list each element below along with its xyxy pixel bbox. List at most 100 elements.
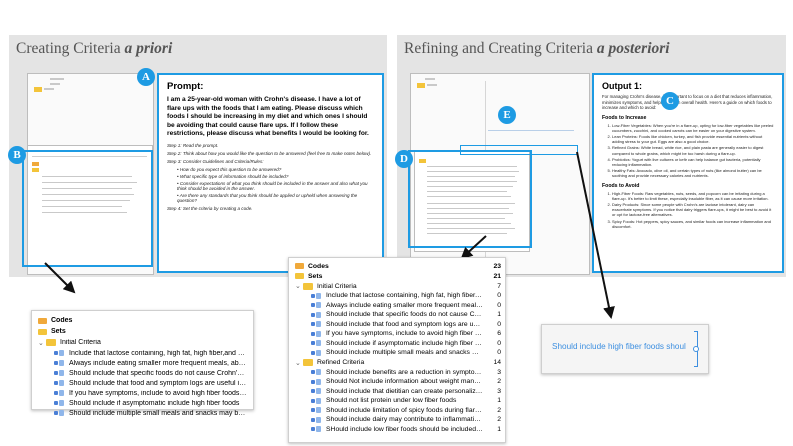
criteria-item[interactable]: Should include dairy may contribute to i… — [295, 415, 501, 425]
criteria-item-count: 0 — [497, 301, 501, 309]
criteria-item[interactable]: Always include eating smaller more frequ… — [38, 358, 247, 368]
initial-criteria-row[interactable]: ⌄ Initial Criteria — [38, 337, 247, 348]
criteria-item-count: 0 — [497, 349, 501, 357]
criteria-item-label: Should include that dietitian can create… — [326, 387, 483, 395]
set-item-icon — [54, 350, 64, 356]
criteria-item[interactable]: SHould include low fiber foods should be… — [295, 425, 501, 435]
mini-line — [425, 78, 435, 80]
refined-criteria-row[interactable]: ⌄ Refined Criteria 14 — [295, 358, 501, 368]
mini-separator — [32, 156, 147, 157]
criteria-item[interactable]: Should not list protein under low fiber … — [295, 396, 501, 406]
criteria-item[interactable]: Should include limitation of spicy foods… — [295, 406, 501, 416]
mini-line — [427, 208, 509, 209]
criteria-item[interactable]: Should include if asymptomatic include h… — [38, 398, 247, 408]
set-item-icon — [311, 416, 321, 423]
criteria-item[interactable]: Include that lactose containing, high fa… — [38, 348, 247, 358]
criteria-item[interactable]: Should include that food and symptom log… — [295, 320, 501, 330]
output-box: Output 1: For managing Crohn's disease, … — [592, 73, 784, 273]
criteria-item[interactable]: Should include that food and symptom log… — [38, 378, 247, 388]
criteria-item-label: Should include dairy may contribute to i… — [326, 416, 483, 424]
criteria-item[interactable]: Should include multiple small meals and … — [295, 348, 501, 358]
set-item-icon — [311, 340, 321, 347]
avoid-item: Dairy Products: Since some people with C… — [612, 202, 774, 218]
mini-folder-icon — [34, 87, 42, 92]
criteria-item-count: 1 — [497, 425, 501, 433]
set-item-icon — [311, 426, 321, 433]
zoom-left-tree: Codes Sets ⌄ Initial Criteria Include th… — [31, 310, 254, 417]
criteria-item-label: Should not list protein under low fiber … — [326, 397, 457, 405]
codes-row[interactable]: Codes — [38, 315, 247, 326]
sets-row[interactable]: Sets 21 — [295, 271, 501, 281]
codes-count: 23 — [493, 262, 501, 270]
increase-item: Lean Proteins: Foods like chicken, turke… — [612, 134, 774, 144]
left-panel-title: Creating Criteria a priori — [16, 40, 172, 58]
increase-list: Low-Fiber Vegetables: When you're in a f… — [602, 123, 774, 179]
mini-line — [427, 223, 511, 224]
initial-criteria-row[interactable]: ⌄ Initial Criteria 7 — [295, 281, 501, 291]
right-panel-title: Refining and Creating Criteria a posteri… — [404, 40, 670, 58]
mini-line — [44, 88, 54, 90]
selection-handle[interactable] — [693, 346, 699, 352]
group-label: Initial Criteria — [317, 282, 357, 290]
criteria-item[interactable]: Should include that specific foods do no… — [38, 368, 247, 378]
criteria-item-label: Should Not include information about wei… — [326, 378, 483, 386]
set-item-icon — [311, 349, 321, 356]
mini-line — [50, 78, 64, 80]
prompt-bullet: • How do you expect this question to be … — [177, 166, 282, 172]
group-label: Refined Criteria — [317, 359, 365, 366]
prompt-heading: Prompt: — [167, 81, 204, 92]
criteria-item[interactable]: If you have symptoms, include to avoid h… — [295, 329, 501, 339]
criteria-item[interactable]: Should include multiple small meals and … — [38, 408, 247, 418]
chevron-down-icon[interactable]: ⌄ — [38, 339, 44, 347]
mini-line — [427, 171, 519, 172]
folder-icon — [303, 282, 313, 290]
mini-line — [427, 186, 513, 187]
sets-icon — [38, 328, 47, 335]
criteria-item[interactable]: If you have symptoms, include to avoid h… — [38, 388, 247, 398]
mini-sets-icon — [32, 168, 39, 172]
codes-label: Codes — [51, 317, 73, 324]
criteria-item[interactable]: Should include that specific foods do no… — [295, 310, 501, 320]
codes-row[interactable]: Codes 23 — [295, 261, 501, 271]
prompt-text: I am a 25-year-old woman with Crohn's di… — [167, 96, 369, 138]
mini-line — [42, 212, 127, 213]
criteria-item-count: 2 — [497, 406, 501, 414]
mini-line — [427, 233, 507, 234]
set-item-icon — [311, 407, 321, 414]
sets-row[interactable]: Sets — [38, 326, 247, 337]
criteria-item-count: 0 — [497, 339, 501, 347]
criteria-item-count: 0 — [497, 320, 501, 328]
criteria-item[interactable]: Should Not include information about wei… — [295, 377, 501, 387]
prompt-bullet-text: What specific type of information should… — [179, 173, 289, 179]
criteria-item-label: Should include if asymptomatic include h… — [69, 399, 240, 407]
criteria-item[interactable]: Should include benefits are a reduction … — [295, 368, 501, 378]
criteria-item[interactable]: Should include if asymptomatic include h… — [295, 339, 501, 349]
codes-icon — [295, 263, 304, 269]
chevron-down-icon[interactable]: ⌄ — [295, 283, 301, 290]
badge-c: C — [661, 92, 679, 110]
mini-codes-icon — [32, 162, 39, 166]
criteria-item[interactable]: Should include that dietitian can create… — [295, 387, 501, 397]
codes-label: Codes — [308, 262, 329, 270]
highlight-box-e — [460, 145, 578, 155]
criteria-item-count: 3 — [497, 387, 501, 395]
e-text-line — [488, 124, 574, 131]
mini-line — [42, 176, 132, 177]
arrow-d — [460, 235, 487, 260]
criteria-item[interactable]: Always include eating smaller more frequ… — [295, 301, 501, 311]
badge-e: E — [498, 106, 516, 124]
group-count: 14 — [493, 359, 501, 366]
mini-line — [42, 182, 137, 183]
chevron-down-icon[interactable]: ⌄ — [295, 359, 301, 367]
mini-line — [42, 194, 134, 195]
output-section-avoid: Foods to Avoid — [602, 182, 640, 189]
arrow-b — [44, 262, 76, 294]
set-item-icon — [54, 400, 64, 406]
mini-line — [42, 188, 132, 189]
increase-item: Healthy Fats: Avocado, olive oil, and ce… — [612, 168, 774, 178]
prompt-bullet: • Are there any standards that you think… — [177, 192, 358, 203]
mini-line — [427, 191, 507, 192]
folder-icon — [303, 359, 313, 366]
criteria-item-label: If you have symptoms, include to avoid h… — [69, 389, 247, 397]
criteria-item[interactable]: Include that lactose containing, high fa… — [295, 291, 501, 301]
